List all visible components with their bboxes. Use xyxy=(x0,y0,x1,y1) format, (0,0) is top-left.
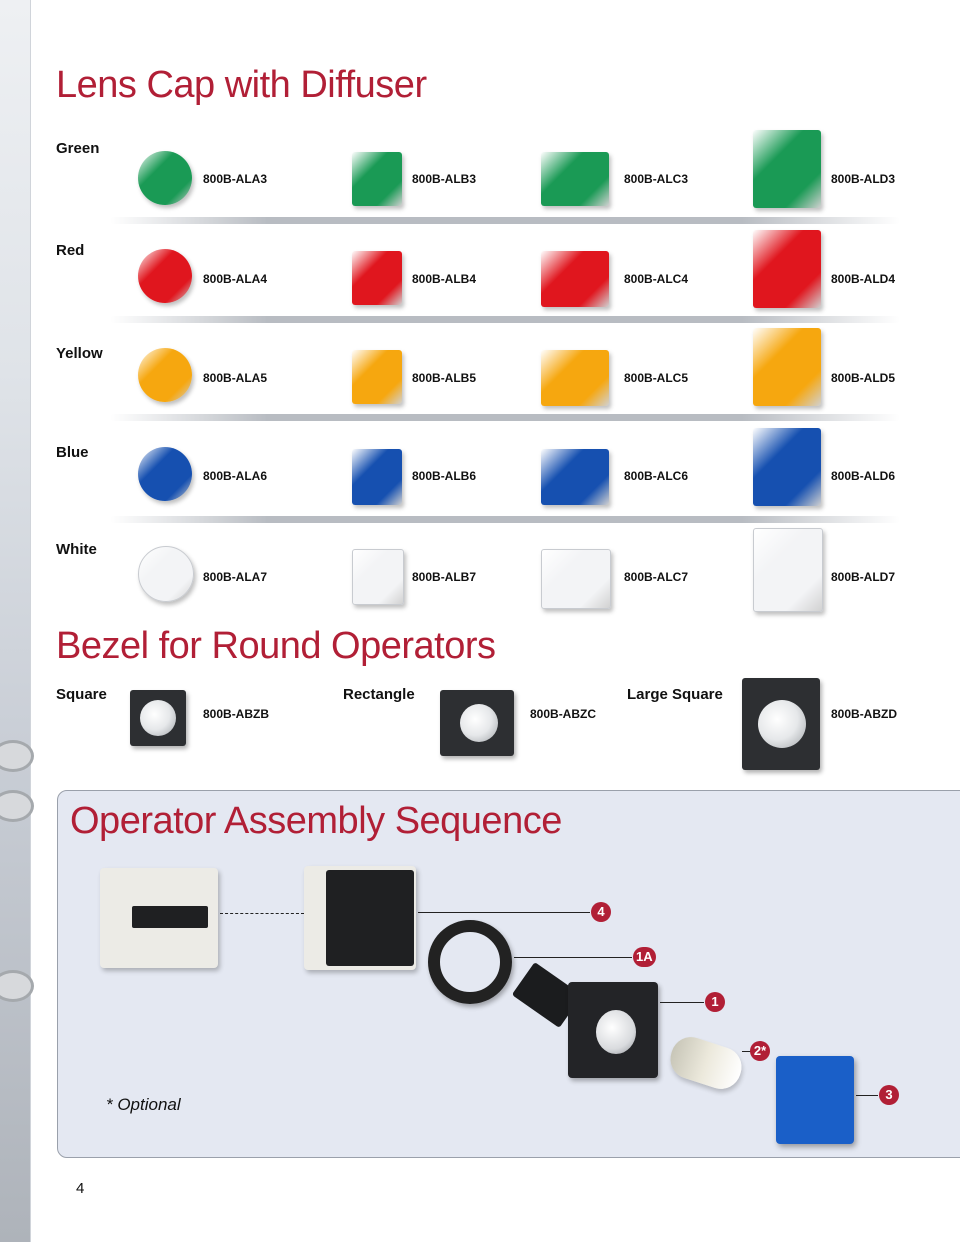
row-label-yellow: Yellow xyxy=(56,345,103,362)
part-number: 800B-ALD3 xyxy=(831,172,896,186)
ring-icon xyxy=(0,970,34,1002)
callout-badge-3: 3 xyxy=(879,1085,899,1105)
part-number: 800B-ABZC xyxy=(530,707,597,721)
row-divider xyxy=(110,414,900,421)
row-divider xyxy=(110,316,900,323)
part-number: 800B-ALC3 xyxy=(624,172,689,186)
part-number: 800B-ALC6 xyxy=(624,469,689,483)
part-number: 800B-ALA6 xyxy=(203,469,268,483)
leader-line xyxy=(660,1002,704,1003)
part-number: 800B-ABZB xyxy=(203,707,270,721)
part-number: 800B-ABZD xyxy=(831,707,898,721)
operator-body-image xyxy=(568,982,658,1078)
lens-round-white xyxy=(138,546,194,602)
lens-large-square-red xyxy=(753,230,821,308)
part-number: 800B-ALC5 xyxy=(624,371,689,385)
lens-square-green xyxy=(352,152,402,206)
lens-round-green xyxy=(138,151,192,205)
bezel-label-rectangle: Rectangle xyxy=(343,686,415,703)
part-number: 800B-ALC7 xyxy=(624,570,689,584)
lens-large-square-green xyxy=(753,130,821,208)
bezel-label-square: Square xyxy=(56,686,107,703)
bezel-section-title: Bezel for Round Operators xyxy=(56,625,496,667)
callout-badge-4: 4 xyxy=(591,902,611,922)
lens-large-square-yellow xyxy=(753,328,821,406)
part-number: 800B-ALA7 xyxy=(203,570,268,584)
lens-rectangle-green xyxy=(541,152,609,206)
callout-badge-1a: 1A xyxy=(633,947,656,967)
lens-rectangle-red xyxy=(541,251,609,307)
bezel-label-large-square: Large Square xyxy=(627,686,723,703)
callout-badge-2: 2* xyxy=(750,1041,770,1061)
part-number: 800B-ALB3 xyxy=(412,172,477,186)
optional-footnote: * Optional xyxy=(106,1095,181,1114)
part-number: 800B-ALB4 xyxy=(412,272,477,286)
part-number: 800B-ALA4 xyxy=(203,272,268,286)
latch-block-image xyxy=(304,866,416,970)
part-number: 800B-ALD6 xyxy=(831,469,896,483)
part-number: 800B-ALD4 xyxy=(831,272,896,286)
bezel-square-image xyxy=(130,690,186,746)
leader-line xyxy=(856,1095,878,1096)
lens-large-square-white xyxy=(753,528,823,612)
ring-icon xyxy=(0,740,34,772)
row-divider xyxy=(110,516,900,523)
lens-section-title: Lens Cap with Diffuser xyxy=(56,64,427,106)
row-label-blue: Blue xyxy=(56,444,89,461)
part-number: 800B-ALC4 xyxy=(624,272,689,286)
part-number: 800B-ALB7 xyxy=(412,570,477,584)
lens-round-blue xyxy=(138,447,192,501)
lens-rectangle-white xyxy=(541,549,611,609)
lens-square-red xyxy=(352,251,402,305)
lens-square-white xyxy=(352,549,404,605)
leader-line xyxy=(514,957,632,958)
lens-square-blue xyxy=(352,449,402,505)
lens-square-yellow xyxy=(352,350,402,404)
part-number: 800B-ALA5 xyxy=(203,371,268,385)
row-label-red: Red xyxy=(56,242,85,259)
lens-round-red xyxy=(138,249,192,303)
row-label-white: White xyxy=(56,541,97,558)
mounting-ring-image xyxy=(428,920,512,1004)
ring-icon xyxy=(0,790,34,822)
contact-block-image xyxy=(100,868,218,968)
part-number: 800B-ALB6 xyxy=(412,469,477,483)
leader-line xyxy=(742,1051,752,1052)
lens-cap-blue-image xyxy=(776,1056,854,1144)
part-number: 800B-ALD7 xyxy=(831,570,896,584)
bezel-large-square-image xyxy=(742,678,820,770)
leader-line xyxy=(418,912,590,913)
dashed-connector xyxy=(220,913,304,914)
part-number: 800B-ALD5 xyxy=(831,371,896,385)
callout-badge-1: 1 xyxy=(705,992,725,1012)
lens-round-yellow xyxy=(138,348,192,402)
lens-rectangle-blue xyxy=(541,449,609,505)
row-divider xyxy=(110,217,900,224)
page-number: 4 xyxy=(76,1180,85,1197)
part-number: 800B-ALA3 xyxy=(203,172,268,186)
left-background-photo xyxy=(0,0,34,1242)
assembly-section-title: Operator Assembly Sequence xyxy=(70,800,562,842)
bezel-rectangle-image xyxy=(440,690,514,756)
lens-large-square-blue xyxy=(753,428,821,506)
part-number: 800B-ALB5 xyxy=(412,371,477,385)
lens-rectangle-yellow xyxy=(541,350,609,406)
row-label-green: Green xyxy=(56,140,100,157)
